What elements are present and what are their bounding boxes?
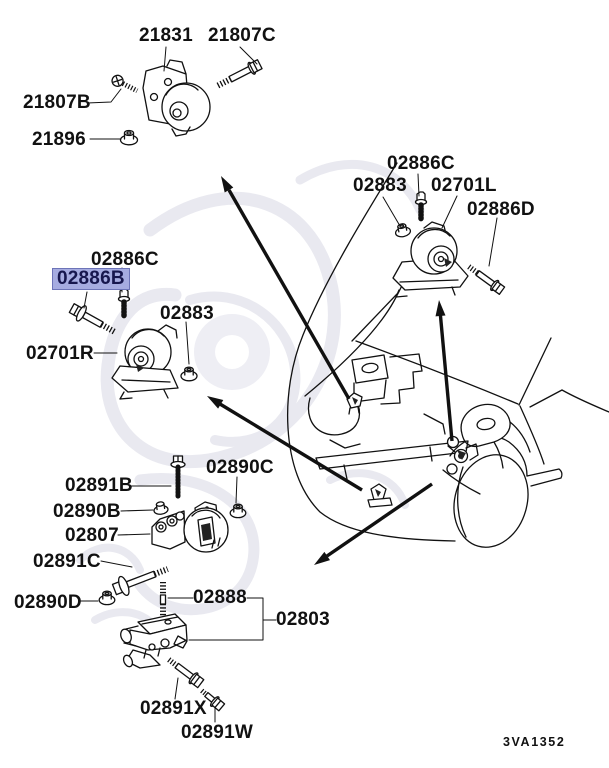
part-label-02803[interactable]: 02803 xyxy=(276,609,330,630)
part-label-02891b[interactable]: 02891B xyxy=(65,475,133,496)
part-label-02886b-selected[interactable]: 02886B xyxy=(52,268,130,290)
nut-drawing-21896 xyxy=(119,129,139,146)
part-label-02883-left[interactable]: 02883 xyxy=(160,303,214,324)
nut-drawing-02890c xyxy=(229,503,247,519)
arrow-to-21831 xyxy=(221,176,351,400)
part-label-02701r[interactable]: 02701R xyxy=(26,343,94,364)
stud-drawing-02888 xyxy=(159,582,167,617)
nut-drawing-02890b xyxy=(153,501,169,515)
part-label-02886c-right[interactable]: 02886C xyxy=(387,153,455,174)
part-label-21807b[interactable]: 21807B xyxy=(23,92,91,113)
bolt-drawing-21807c xyxy=(216,59,263,89)
engine-mount-drawing-02701l xyxy=(392,221,469,298)
location-arrows xyxy=(207,176,454,565)
bolt-drawing-02886d xyxy=(467,264,506,295)
part-label-02890b[interactable]: 02890B xyxy=(53,501,121,522)
part-label-02891w[interactable]: 02891W xyxy=(181,722,253,743)
part-label-02890c[interactable]: 02890C xyxy=(206,457,274,478)
car-body-outline xyxy=(286,162,609,548)
nut-drawing-02890d xyxy=(98,590,116,606)
part-label-02886d[interactable]: 02886D xyxy=(467,199,535,220)
part-label-21831[interactable]: 21831 xyxy=(139,25,193,46)
bolt-drawing-02891x xyxy=(167,657,205,689)
mount-location-lower xyxy=(367,483,393,508)
part-label-02888[interactable]: 02888 xyxy=(193,587,247,608)
bolt-drawing-02891c xyxy=(111,566,169,597)
nut-drawing-02883-right xyxy=(394,223,412,238)
part-label-02807[interactable]: 02807 xyxy=(65,525,119,546)
engine-bay-details xyxy=(307,353,481,508)
engine-mount-drawing-02701r xyxy=(111,324,179,400)
part-label-02891c[interactable]: 02891C xyxy=(33,551,101,572)
screw-drawing-21807b xyxy=(111,74,139,94)
engine-mount-drawing-21831 xyxy=(142,59,211,137)
bolt-drawing-02891b xyxy=(170,455,186,500)
part-label-02891x[interactable]: 02891X xyxy=(140,698,207,719)
part-label-21807c[interactable]: 21807C xyxy=(208,25,276,46)
nut-drawing-02883-left xyxy=(180,366,198,382)
part-label-21896[interactable]: 21896 xyxy=(32,129,86,150)
part-label-02886c-left[interactable]: 02886C xyxy=(91,249,159,270)
arrow-to-02701R xyxy=(207,396,363,492)
part-label-02701l[interactable]: 02701L xyxy=(431,175,497,196)
transmission-mount-drawing-02807 xyxy=(151,501,229,553)
bracket-drawing-02803 xyxy=(120,613,188,669)
part-label-02883-right[interactable]: 02883 xyxy=(353,175,407,196)
mount-location-front xyxy=(346,392,363,415)
arrow-to-02701L xyxy=(435,300,454,442)
part-label-02890d[interactable]: 02890D xyxy=(14,592,82,613)
bolt-drawing-02886b xyxy=(68,303,117,335)
drawing-code: 3VA1352 xyxy=(503,735,566,749)
arrow-to-02807 xyxy=(314,482,433,565)
